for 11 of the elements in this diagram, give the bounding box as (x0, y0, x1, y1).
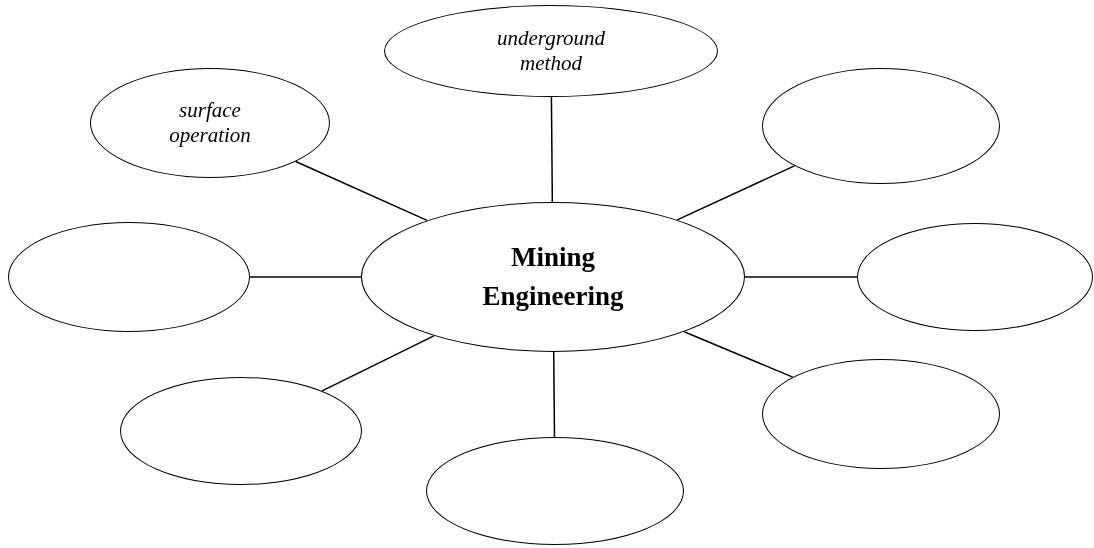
connector-line (321, 335, 435, 392)
connector-line (550, 96, 554, 203)
node-label: surface operation (168, 97, 252, 149)
connector-line (676, 165, 796, 221)
connector-line (294, 160, 428, 222)
node-label: underground method (496, 25, 606, 77)
connector-line (683, 331, 794, 378)
connector-line (552, 351, 556, 438)
connector-line (744, 276, 858, 278)
node-label: Mining Engineering (481, 240, 625, 313)
connector-line (249, 276, 362, 278)
